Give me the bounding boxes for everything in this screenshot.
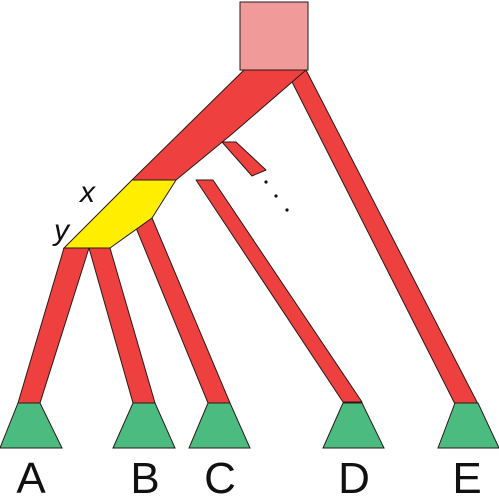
ellipsis-dot-2 <box>274 194 278 198</box>
leaf-node-c <box>188 402 251 449</box>
main-trunk <box>131 69 307 181</box>
truncated-branch <box>221 141 267 177</box>
leaf-label-b: B <box>130 454 159 496</box>
leaf-node-e <box>437 402 499 449</box>
ellipsis-dot-1 <box>264 180 268 184</box>
branch-to-a <box>17 247 90 404</box>
leaf-label-a: A <box>16 454 46 496</box>
leaf-node-b <box>112 402 176 449</box>
highlighted-segment <box>62 179 177 249</box>
leaf-label-c: C <box>204 454 236 496</box>
leaf-label-d: D <box>338 454 370 496</box>
label-y: y <box>52 214 71 247</box>
leaf-label-e: E <box>452 454 481 496</box>
label-x: x <box>78 176 96 209</box>
leaf-node-d <box>322 402 385 449</box>
branch-to-b <box>88 247 156 404</box>
leaf-node-a <box>0 402 63 449</box>
root-node <box>239 1 309 71</box>
ellipsis-dot-3 <box>285 208 289 212</box>
branch-to-d <box>195 179 363 403</box>
